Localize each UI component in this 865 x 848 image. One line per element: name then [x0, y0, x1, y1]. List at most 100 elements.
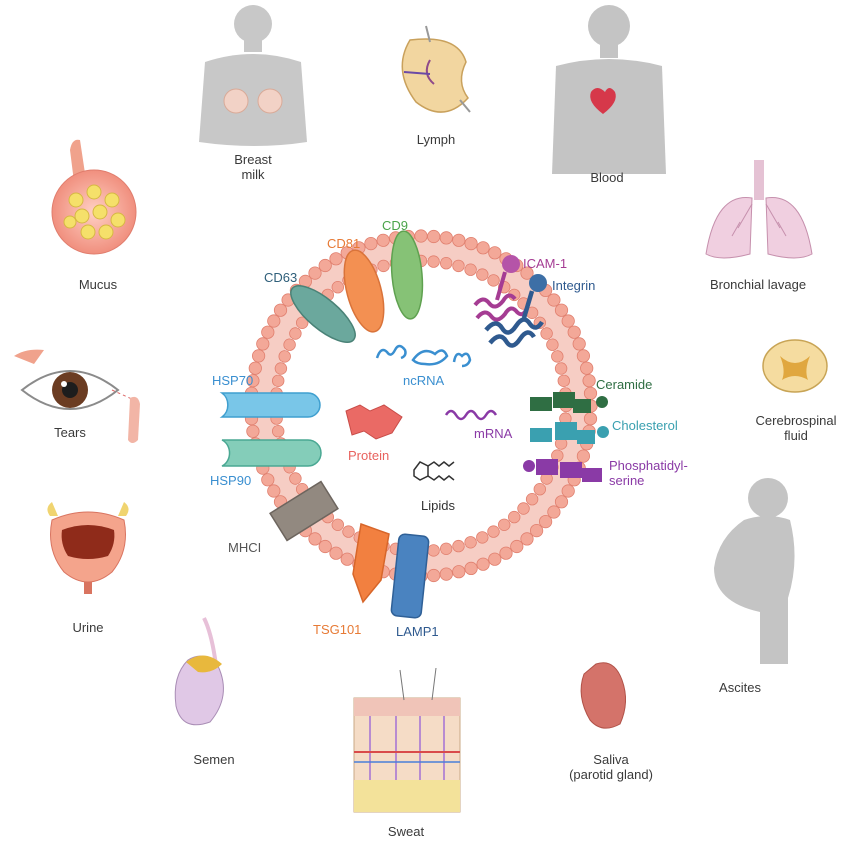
- label-hsp70: HSP70: [212, 373, 254, 388]
- lungs-icon: [705, 160, 813, 259]
- lipid-head: [272, 425, 285, 438]
- label-icam1: ICAM-1: [523, 256, 568, 271]
- lipid-head: [582, 374, 596, 388]
- lipid-head: [414, 229, 428, 243]
- lipid-head: [576, 449, 591, 463]
- label-hsp90: HSP90: [210, 473, 252, 488]
- lipid-head: [533, 483, 547, 496]
- label-cholesterol: Cholesterol: [612, 418, 678, 433]
- lipid-head: [488, 246, 502, 260]
- lipid-head: [488, 552, 502, 566]
- lipid-head: [427, 568, 441, 583]
- lipid-head: [252, 349, 266, 363]
- lipid-head: [452, 565, 466, 579]
- lipid-head: [520, 532, 534, 546]
- lipid-head: [487, 525, 500, 538]
- lipid-head: [487, 274, 500, 287]
- label-mhci: MHCI: [228, 540, 262, 555]
- label-sweat: Sweat: [387, 824, 425, 839]
- lipid-head: [561, 314, 575, 328]
- eye-icon: [14, 349, 140, 443]
- cholesterol-molecules: [530, 422, 609, 444]
- lipid-head: [538, 514, 553, 529]
- lipid-head: [554, 303, 569, 317]
- lipid-head: [246, 424, 260, 438]
- label-urine: Urine: [72, 620, 104, 635]
- lipid-head: [248, 361, 262, 375]
- label-lymph: Lymph: [416, 132, 456, 147]
- lipid-head: [547, 293, 561, 307]
- mucus-gland-icon: [51, 139, 137, 255]
- spinal-cord-icon: [762, 339, 828, 393]
- lipid-head: [567, 325, 581, 339]
- lipid-head: [464, 263, 477, 276]
- lipid-head: [439, 231, 453, 245]
- lipid-head: [318, 258, 332, 273]
- lipid-head: [329, 252, 343, 266]
- lipid-head: [246, 374, 260, 388]
- label-semen: Semen: [193, 752, 235, 767]
- lipid-head: [540, 327, 553, 340]
- lipid-head: [517, 502, 530, 515]
- lipid-head: [296, 316, 309, 330]
- lipid-head: [476, 241, 490, 255]
- lipid-head: [289, 327, 302, 340]
- lipid-head: [439, 567, 453, 581]
- lipids-shape: [413, 461, 455, 481]
- lipid-head: [557, 374, 571, 388]
- label-lamp1: LAMP1: [396, 624, 439, 639]
- lipid-head: [525, 493, 539, 506]
- lipid-head: [499, 546, 513, 560]
- parotid-gland-icon: [580, 662, 626, 729]
- hsp90-protein: [221, 439, 322, 467]
- label-protein: Protein: [348, 448, 390, 463]
- lipid-head: [551, 350, 564, 363]
- lipid-head: [554, 362, 568, 375]
- lipid-head: [376, 233, 390, 247]
- lipid-head: [510, 539, 524, 554]
- label-cd9: CD9: [382, 218, 409, 233]
- label-phosphatidylserine: Phosphatidyl- serine: [609, 458, 688, 488]
- ncrna-shapes: [375, 344, 472, 368]
- cd63-protein: [290, 285, 356, 343]
- lipid-head: [331, 518, 345, 532]
- lipid-head: [331, 281, 345, 294]
- phosphatidylserine-molecules: [523, 459, 602, 482]
- ascites-silhouette-icon: [714, 478, 795, 664]
- label-cerebrospinal-fluid: Cerebrospinal fluid: [755, 413, 837, 443]
- mhci-protein: [269, 480, 339, 542]
- lipid-head: [273, 303, 288, 317]
- lipid-head: [476, 268, 489, 281]
- lipid-head: [267, 484, 281, 498]
- lipid-head: [508, 510, 521, 524]
- lipid-head: [547, 505, 561, 519]
- breast-milk-icon: [199, 5, 307, 146]
- label-tsg101: TSG101: [313, 622, 362, 637]
- lipid-head: [452, 539, 465, 553]
- lipid-head: [427, 229, 441, 244]
- lipid-head: [329, 546, 343, 560]
- ceramide-molecules: [530, 392, 608, 413]
- label-saliva: Saliva (parotid gland): [569, 752, 653, 782]
- lipid-head: [340, 552, 354, 566]
- label-blood: Blood: [590, 170, 624, 185]
- lipid-head: [342, 525, 355, 538]
- mrna-shape: [444, 409, 498, 421]
- lipid-head: [272, 374, 285, 388]
- lipid-head: [261, 325, 275, 339]
- lipid-head: [561, 484, 575, 498]
- lipid-head: [261, 473, 275, 487]
- hsp70-protein: [219, 392, 321, 418]
- blood-torso-icon: [552, 5, 666, 174]
- label-cd63: CD63: [264, 270, 298, 285]
- integrin-protein: [484, 274, 547, 348]
- lipid-head: [476, 557, 490, 571]
- lipid-head: [427, 255, 440, 268]
- skin-section-icon: [353, 667, 461, 813]
- lipid-head: [308, 532, 322, 546]
- label-mucus: Mucus: [78, 277, 118, 292]
- lipid-head: [520, 266, 534, 280]
- lipid-head: [289, 472, 302, 485]
- lipid-head: [464, 536, 477, 549]
